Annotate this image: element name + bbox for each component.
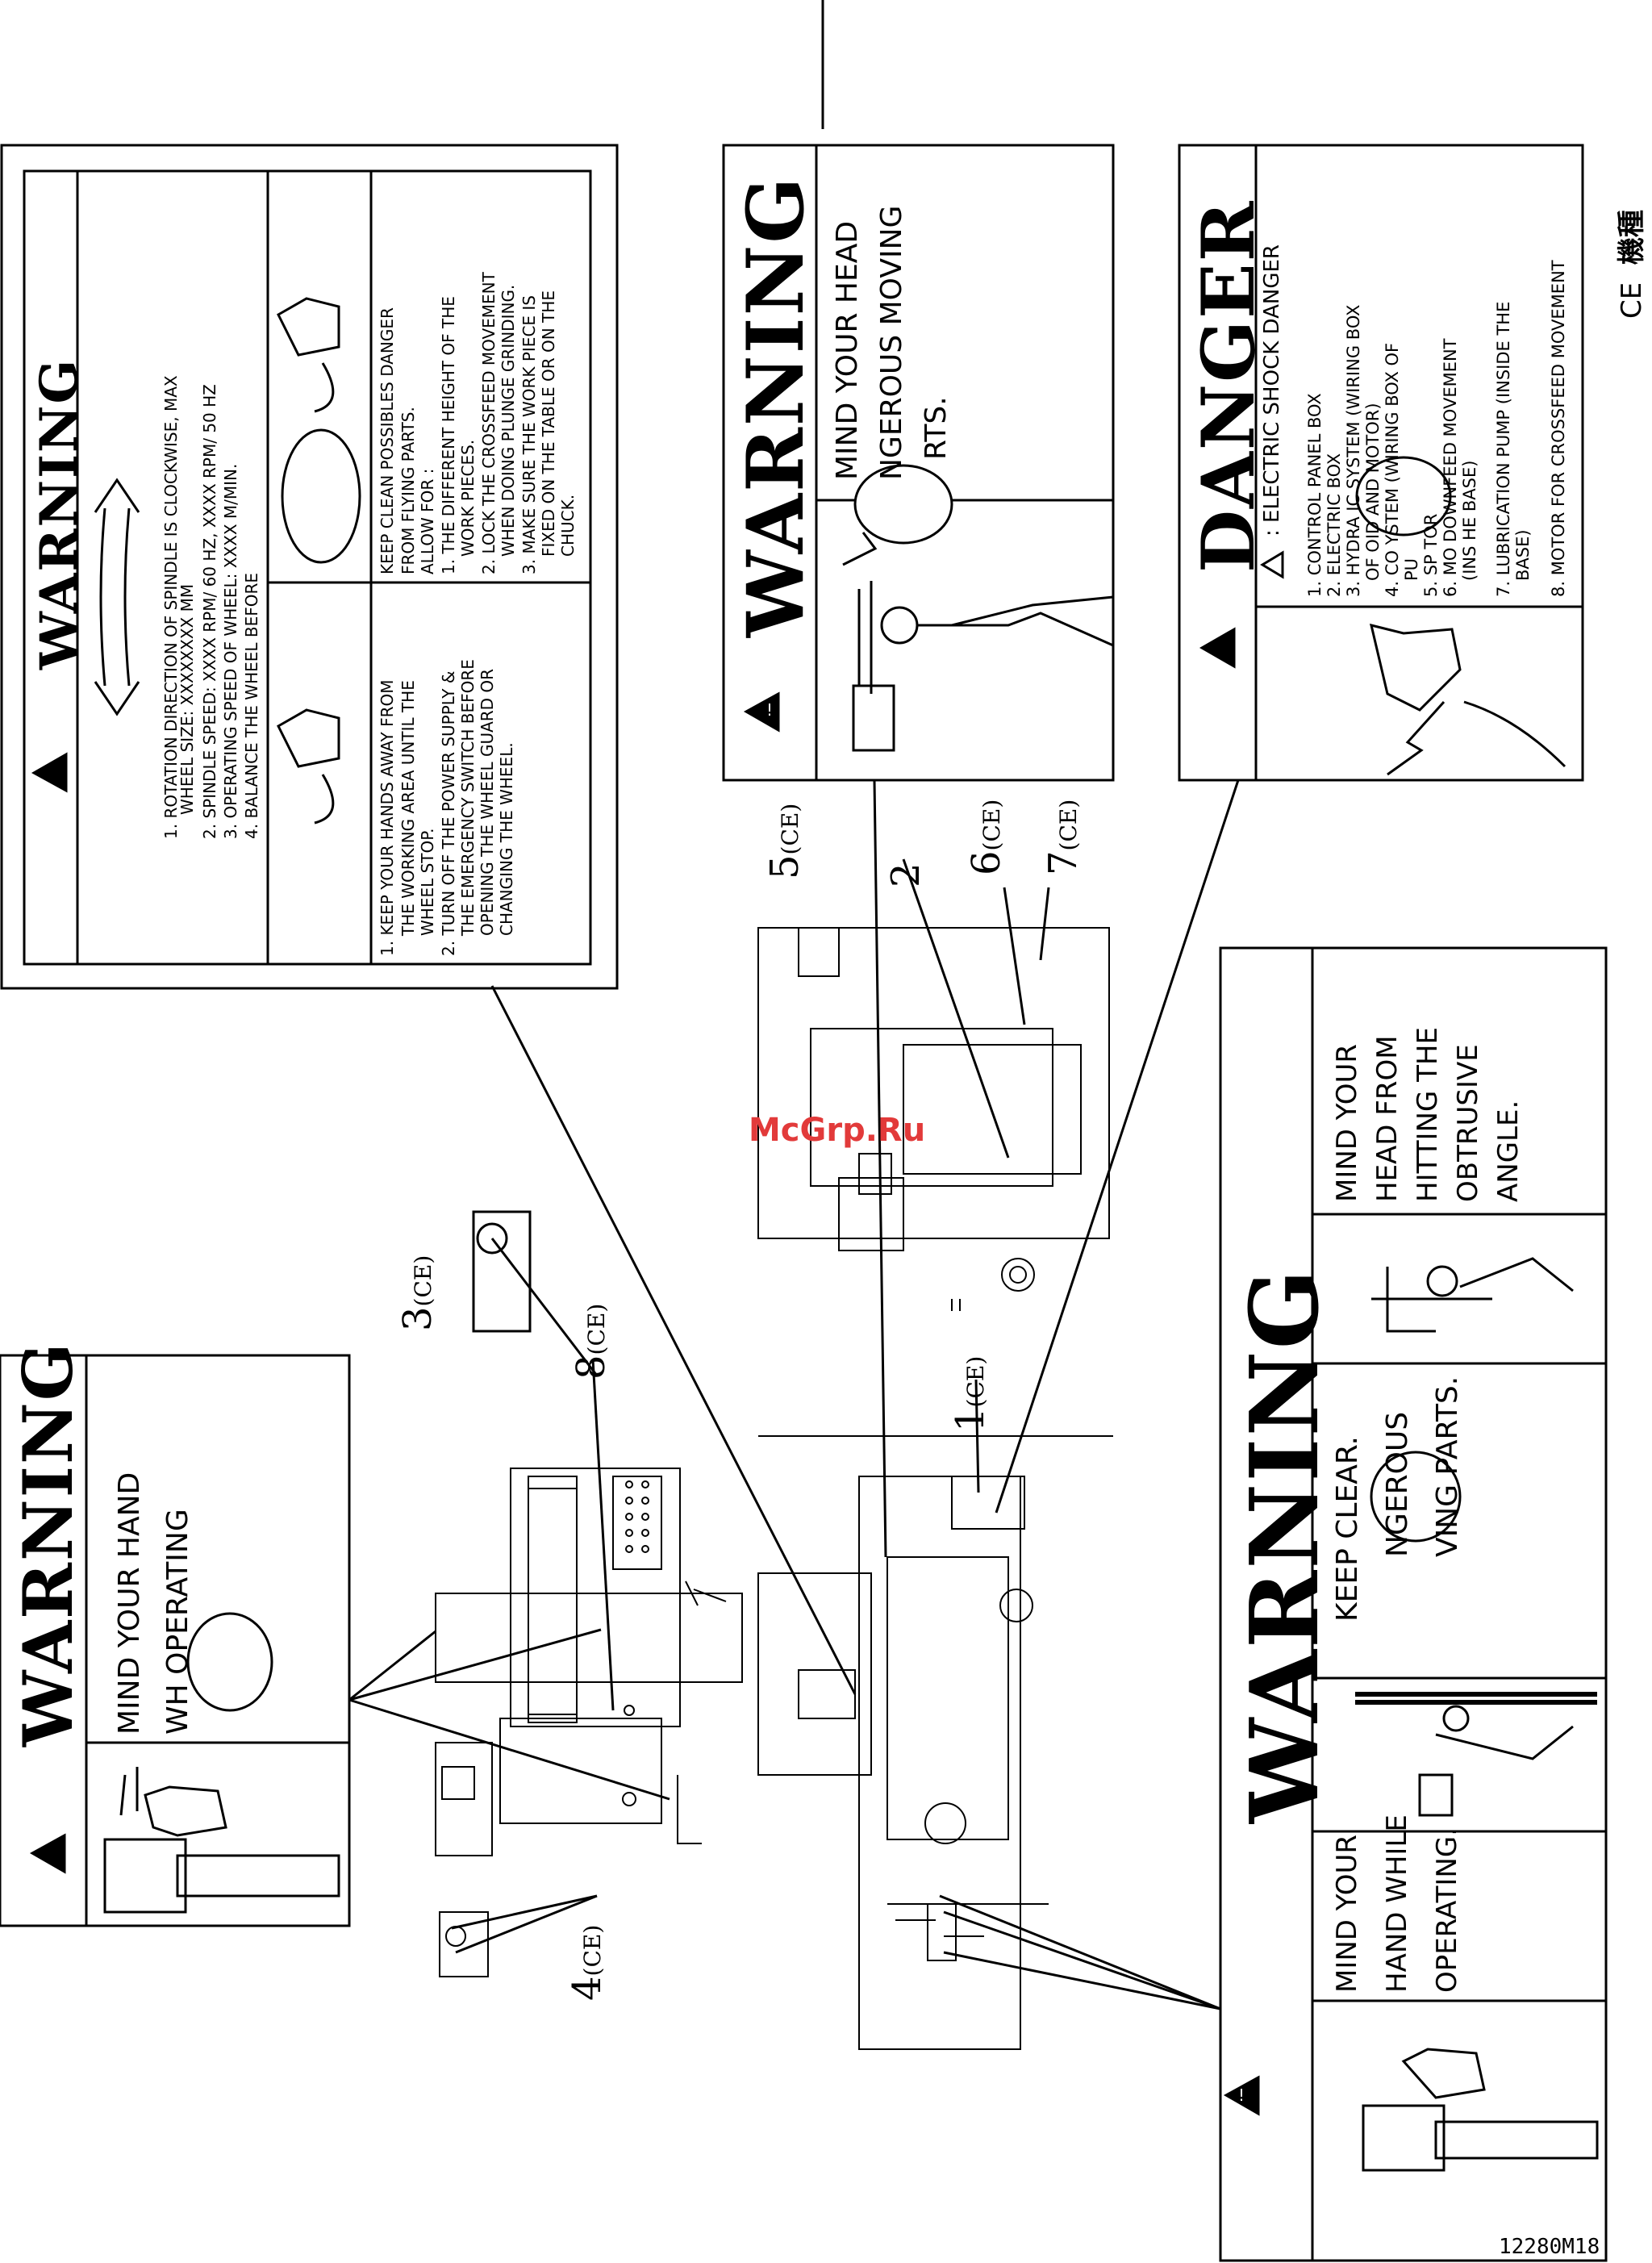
rb-head-5: ANGLE. [1492,1100,1525,1202]
tl-fly-4: 1. THE DIFFERENT HEIGHT OF THE [439,296,458,574]
tr-item-4: OF OID AND MOTOR) [1363,403,1383,581]
svg-text:!: ! [1238,2086,1245,2105]
tl-fly-5: WORK PIECES. [458,439,478,557]
rb-keep-3: VING PARTS. [1431,1376,1464,1557]
tm-line-3: RTS. [920,396,953,460]
rb-head-3: HITTING THE [1412,1027,1444,1202]
machine-side-view [757,927,1113,2050]
callout-5: 5(CE) [762,803,807,879]
lm-line-2: WH OPERATING [161,1509,194,1735]
rb-head-2: HEAD FROM [1371,1035,1404,1202]
tl-hands-6: OPENING THE WHEEL GUARD OR [478,668,497,936]
danger-label-frame [1178,144,1584,782]
tl-hands-4: 2. TURN OFF THE POWER SUPPLY & [439,670,458,956]
tl-item-4: 3. OPERATING SPEED OF WHEEL: XXXX M/MIN. [221,463,240,839]
callout-7: 7(CE) [1041,799,1086,875]
callout-6: 6(CE) [964,799,1009,875]
tr-item-6: PU [1402,557,1421,581]
tr-subtitle: : ELECTRIC SHOCK DANGER [1260,244,1284,537]
drawing-number: 12280M18 [1499,2235,1600,2259]
tl-item-5: 4. BALANCE THE WHEEL BEFORE [242,572,261,839]
lm-line-1: MIND YOUR HAND [113,1472,146,1735]
tr-item-12: 8. MOTOR FOR CROSSFEED MOVEMENT [1549,260,1568,597]
rb-title: WARNING [1230,1267,1340,1823]
tl-fly-10: CHUCK. [558,494,578,557]
lm-title: WARNING [8,1341,88,1747]
tr-item-3: 3. HYDRA IC SYSTEM (WIRING BOX [1344,304,1363,597]
label-3-box [472,1210,532,1333]
callout-4: 4(CE) [565,1924,610,2001]
tr-item-7: 5. SP TOR [1421,513,1441,597]
leader-lines [348,779,1240,2010]
tl-title: WARNING [29,357,90,670]
tl-fly-2: FROM FLYING PARTS. [398,407,418,574]
svg-text:!: ! [766,700,773,720]
tl-fly-7: WHEN DOING PLUNGE GRINDING. [499,284,518,557]
tl-hands-1: 1. KEEP YOUR HANDS AWAY FROM [378,679,397,956]
warning-label-hand-frame [0,1354,351,1927]
callout-3: 3(CE) [395,1255,440,1331]
tl-item-2: WHEEL SIZE: XXXXXXXX MM [177,583,197,815]
corner-ce-kanji: CE 機種 [1609,210,1649,319]
tl-fly-6: 2. LOCK THE CROSSFEED MOVEMENT [479,272,499,574]
tl-hands-5: THE EMERGENCY SWITCH BEFORE [458,659,478,936]
tm-line-2: NGEROUS MOVING [875,205,908,480]
warning-label-spindle-frame [0,144,619,990]
tr-item-1: 1. CONTROL PANEL BOX [1305,393,1325,597]
rb-head-1: MIND YOUR [1331,1044,1363,1202]
rb-hand-3: OPERATING. [1431,1827,1463,1993]
tr-item-11: BASE) [1513,529,1533,581]
tl-fly-8: 3. MAKE SURE THE WORK PIECE IS [519,295,539,574]
callout-1: 1(CE) [948,1355,993,1432]
tm-line-1: MIND YOUR HEAD [831,220,864,480]
rb-keep-1: KEEP CLEAR. [1331,1436,1364,1622]
warning-label-large-frame: ! [1219,946,1608,2262]
callout-8: 8(CE) [569,1303,614,1380]
watermark: McGrp.Ru [749,1112,926,1149]
rb-keep-2: NGEROUS [1381,1411,1414,1557]
callout-2: 2 [883,862,928,887]
rb-hand-1: MIND YOUR [1331,1835,1363,1993]
tr-item-2: 2. ELECTRIC BOX [1325,453,1344,597]
tr-title: DANGER [1186,199,1271,573]
tm-title: WARNING [730,175,821,637]
tr-item-5: 4. CO YSTEM (WIRING BOX OF [1383,342,1402,597]
rb-head-4: OBTRUSIVE [1452,1044,1484,1202]
tl-hands-7: CHANGING THE WHEEL. [497,742,516,936]
corner-ce: CE [1616,282,1648,319]
rb-hand-2: HAND WHILE [1381,1814,1413,1993]
tr-item-8: 6. MO DOWNFEED MOVEMENT [1441,338,1460,597]
tl-hands-3: WHEEL STOP. [418,828,437,936]
tr-item-9: (INS HE BASE) [1460,460,1479,581]
warning-label-head-frame: ! [722,144,1115,782]
tl-fly-3: ALLOW FOR : [418,468,437,574]
machine-top-view [435,1468,743,1977]
tl-fly-9: FIXED ON THE TABLE OR ON THE [539,290,558,557]
tr-item-10: 7. LUBRICATION PUMP (INSIDE THE [1494,301,1513,597]
tl-item-3: 2. SPINDLE SPEED: XXXX RPM/ 60 HZ, XXXX … [200,384,219,839]
corner-kanji: 機種 [1616,210,1648,265]
tl-fly-1: KEEP CLEAN POSSIBLES DANGER [378,307,397,574]
tl-hands-2: THE WORKING AREA UNTIL THE [398,680,418,936]
